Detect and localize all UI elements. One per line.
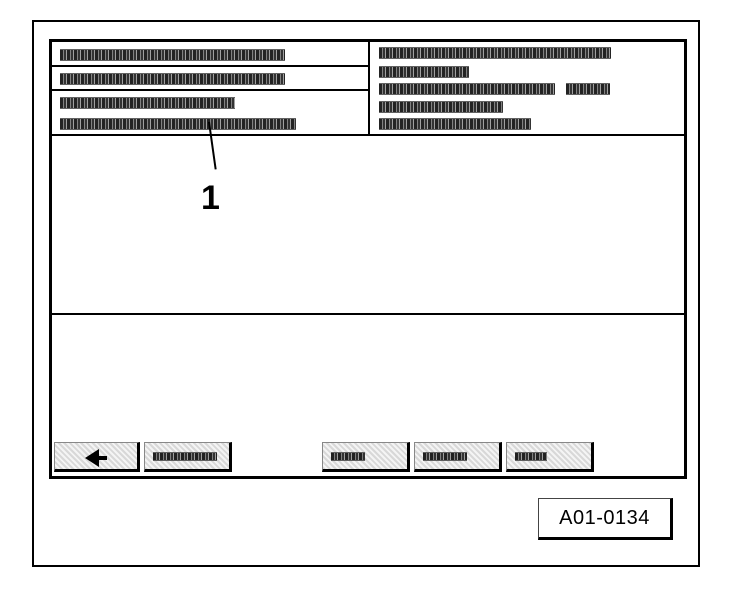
illegible-text [566, 83, 610, 95]
function-button-1[interactable] [144, 442, 232, 472]
illegible-text [379, 101, 503, 113]
illegible-text [379, 47, 611, 59]
illegible-text [60, 118, 296, 130]
header-left-row-3 [52, 91, 368, 134]
header-right-panel [370, 42, 684, 134]
header-left-row-1 [52, 42, 368, 67]
illegible-button-label [515, 452, 547, 461]
illegible-text [379, 83, 555, 95]
header-left-row-2 [52, 67, 368, 91]
callout-number: 1 [201, 179, 220, 217]
header-info-area [52, 42, 684, 136]
illegible-text [379, 118, 531, 130]
tester-display-screen [49, 39, 687, 479]
function-button-2[interactable] [322, 442, 410, 472]
content-divider [52, 313, 684, 315]
button-bar [52, 440, 684, 476]
arrow-left-icon [85, 449, 107, 467]
illegible-text [60, 97, 235, 109]
illegible-button-label [331, 452, 365, 461]
back-button[interactable] [54, 442, 140, 472]
illegible-button-label [423, 452, 467, 461]
header-left-panel [52, 42, 370, 134]
function-button-4[interactable] [506, 442, 594, 472]
function-button-3[interactable] [414, 442, 502, 472]
illegible-button-label [153, 452, 217, 461]
figure-reference-label: A01-0134 [538, 498, 673, 540]
illegible-text [60, 73, 285, 85]
illegible-text [379, 66, 469, 78]
illegible-text [60, 49, 285, 61]
